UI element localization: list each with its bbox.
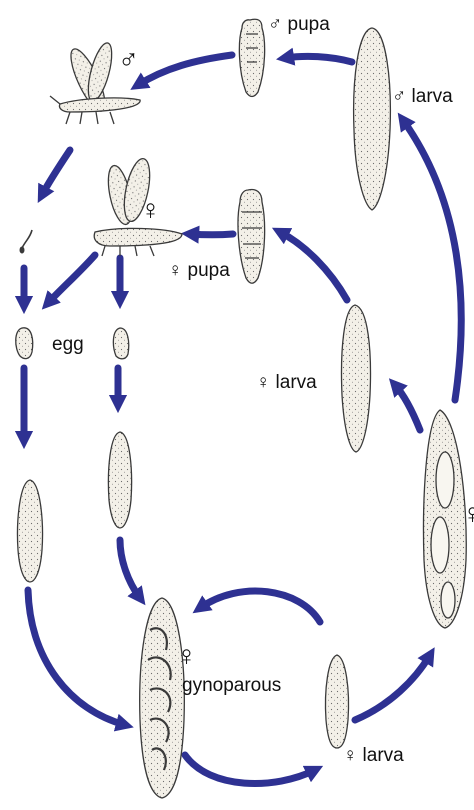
label-female-larva-mid: ♀ larva: [256, 372, 317, 394]
label-egg: egg: [52, 334, 84, 356]
female-pupa-illustration: [238, 190, 265, 284]
female-larva-mid-illustration: [342, 305, 371, 452]
arrow-virginopara-to-female-larva: [395, 385, 420, 430]
symbol-gynoparous: ♀: [176, 642, 197, 670]
larva-left-illustration: [18, 480, 43, 582]
arrow-gynoparous-to-larva-bottom: [185, 755, 315, 784]
arrow-larva-left-to-gynoparous: [28, 590, 125, 725]
arrow-female-pupa-to-adult: [190, 234, 233, 235]
arrow-male-pupa-to-adult: [138, 55, 232, 85]
arrow-female-adult-to-egg-left: [48, 255, 95, 303]
label-male-larva: ♂ larva: [392, 86, 453, 108]
symbol-male-adult: ♂: [118, 46, 139, 74]
arrow-loop-back-to-gynoparous: [200, 591, 320, 622]
label-female-larva-bottom: ♀ larva: [343, 745, 404, 767]
label-gynoparous: gynoparous: [182, 675, 281, 697]
arrow-male-larva-to-pupa: [285, 56, 352, 62]
virginopara-illustration: [424, 410, 467, 628]
arrow-male-adult-to-sperm: [42, 150, 70, 195]
arrow-larva-right-to-gynoparous: [120, 540, 140, 598]
sperm-illustration: [22, 230, 32, 248]
symbol-female-adult: ♀: [140, 196, 161, 224]
female-adult-illustration: [94, 156, 182, 256]
arrow-virginopara-to-male-larva: [403, 120, 461, 400]
arrow-larva-to-virginopara: [355, 655, 430, 720]
label-female-pupa: ♀ pupa: [168, 260, 230, 282]
egg-right-illustration: [113, 328, 128, 359]
male-pupa-illustration: [239, 19, 264, 96]
arrow-female-larva-to-pupa: [280, 232, 347, 300]
larva-right-illustration: [108, 432, 131, 528]
male-larva-illustration: [354, 28, 391, 210]
symbol-edge-female: ♀: [462, 500, 474, 528]
gynoparous-illustration: [140, 598, 185, 798]
label-male-pupa: ♂ pupa: [268, 14, 330, 36]
egg-left-illustration: [16, 328, 33, 359]
female-larva-bottom-illustration: [325, 655, 348, 748]
